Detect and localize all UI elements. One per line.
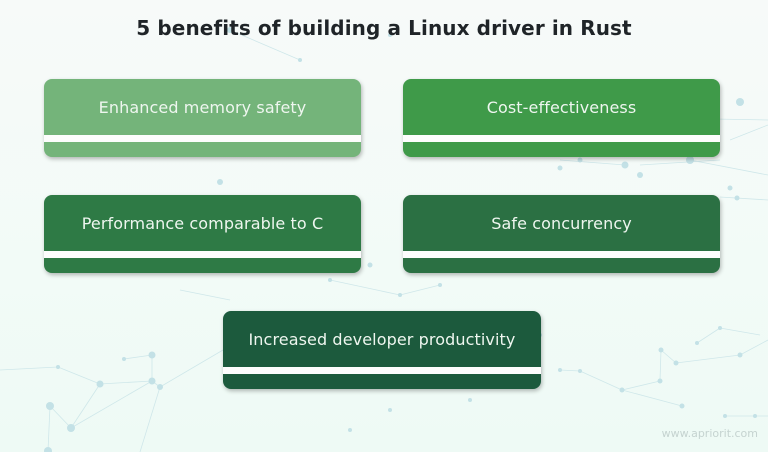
benefit-card-memory-safety: Enhanced memory safety: [44, 79, 361, 157]
card-stripe: [403, 135, 720, 142]
card-stripe: [223, 367, 541, 374]
benefit-card-cost-effectiveness: Cost-effectiveness: [403, 79, 720, 157]
benefit-label: Enhanced memory safety: [98, 97, 307, 117]
benefit-card-performance: Performance comparable to C: [44, 195, 361, 273]
benefit-label: Performance comparable to C: [81, 213, 324, 233]
card-stripe: [403, 251, 720, 258]
benefit-card-developer-productivity: Increased developer productivity: [223, 311, 541, 389]
page-title: 5 benefits of building a Linux driver in…: [136, 16, 632, 40]
benefit-label: Safe concurrency: [491, 213, 632, 233]
benefit-label: Increased developer productivity: [248, 329, 516, 349]
watermark: www.apriorit.com: [661, 427, 758, 440]
card-stripe: [44, 251, 361, 258]
benefit-card-safe-concurrency: Safe concurrency: [403, 195, 720, 273]
card-stripe: [44, 135, 361, 142]
benefit-label: Cost-effectiveness: [486, 97, 637, 117]
